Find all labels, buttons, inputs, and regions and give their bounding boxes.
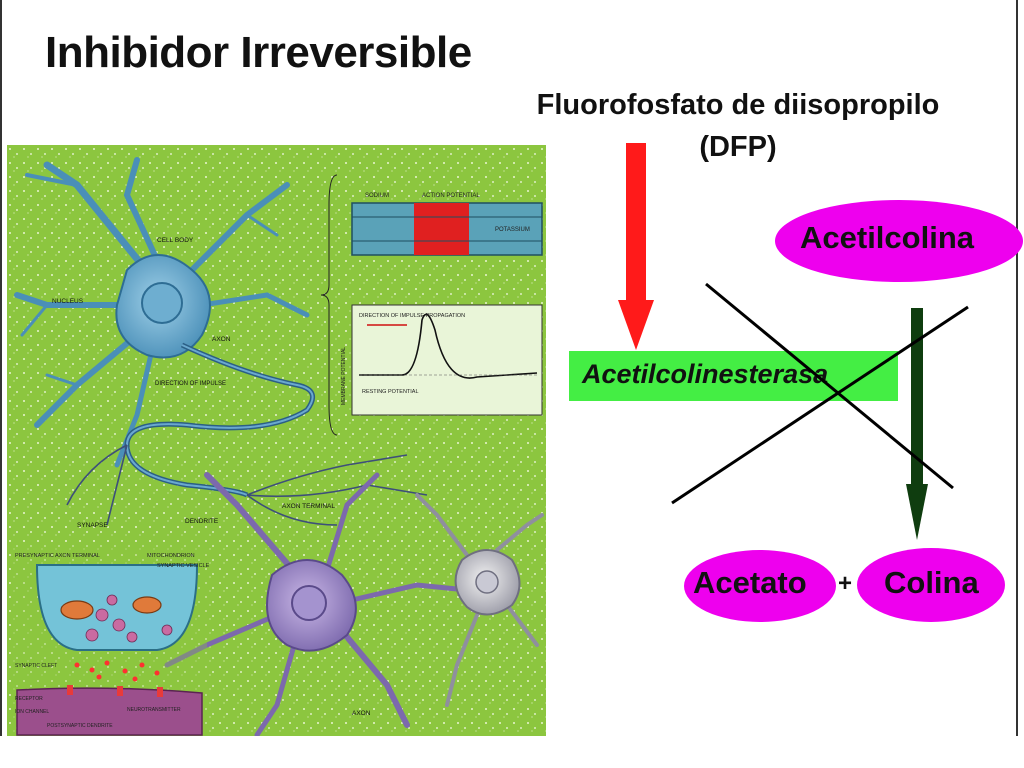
slide-title: Inhibidor Irreversible bbox=[45, 28, 472, 77]
postsynaptic-membrane bbox=[16, 687, 203, 736]
label-axon-terminal: AXON TERMINAL bbox=[282, 503, 335, 510]
label-ion-channel: ION CHANNEL bbox=[15, 709, 49, 715]
label-postsynaptic-dendrite: POSTSYNAPTIC DENDRITE bbox=[47, 723, 113, 729]
label-neurotransmitter: NEUROTRANSMITTER bbox=[127, 707, 181, 713]
label-potassium: POTASSIUM bbox=[495, 227, 530, 233]
label-action-potential: ACTION POTENTIAL bbox=[422, 193, 480, 199]
label-direction-propagation: DIRECTION OF IMPULSE PROPAGATION bbox=[359, 313, 465, 319]
inhibitor-abbreviation: (DFP) bbox=[699, 131, 777, 163]
label-axon: AXON bbox=[212, 336, 231, 343]
action-potential-region bbox=[414, 203, 469, 255]
label-resting-potential: RESTING POTENTIAL bbox=[362, 389, 419, 395]
inhibitor-arrowhead bbox=[618, 300, 654, 350]
label-dendrite: DENDRITE bbox=[185, 518, 219, 525]
graph-frame bbox=[351, 304, 543, 416]
inhibitor-name: Fluorofosfato de diisopropilo (DFP) bbox=[478, 84, 998, 168]
purple-neuron-dendrites bbox=[164, 472, 470, 736]
product-left-label: Acetato bbox=[693, 565, 807, 600]
mitochondrion-left bbox=[60, 600, 94, 620]
right-border bbox=[1016, 0, 1018, 736]
label-receptor: RECEPTOR bbox=[15, 696, 43, 702]
product-right-label: Colina bbox=[884, 565, 979, 600]
label-sodium: SODIUM bbox=[365, 193, 389, 199]
label-synaptic-vesicle: SYNAPTIC VESICLE bbox=[157, 563, 210, 569]
grey-neuron-nucleus bbox=[475, 570, 499, 594]
blue-neuron-dendrites bbox=[14, 157, 310, 468]
label-mitochondrion: MITOCHONDRION bbox=[147, 553, 195, 559]
purple-neuron-nucleus bbox=[291, 585, 327, 621]
label-membrane-potential: MEMBRANE POTENTIAL bbox=[341, 347, 347, 405]
substrate-label: Acetilcolina bbox=[800, 220, 974, 255]
label-nucleus: NUCLEUS bbox=[52, 298, 84, 305]
product-left-ellipse bbox=[684, 550, 836, 622]
product-right-ellipse bbox=[857, 548, 1005, 622]
label-cell-body: CELL BODY bbox=[157, 237, 194, 244]
label-synaptic-cleft: SYNAPTIC CLEFT bbox=[15, 663, 57, 669]
grey-neuron-dendrites bbox=[415, 493, 544, 707]
action-potential-graph: DIRECTION OF IMPULSE PROPAGATION RESTING… bbox=[341, 304, 543, 416]
mitochondrion-right bbox=[132, 596, 162, 614]
inset-bracket bbox=[320, 174, 338, 436]
substrate-ellipse bbox=[775, 200, 1023, 282]
presynaptic-terminal bbox=[35, 564, 199, 651]
label-direction-impulse: DIRECTION OF IMPULSE bbox=[155, 381, 226, 387]
inhibitor-full-name: Fluorofosfato de diisopropilo bbox=[536, 89, 940, 121]
neuron-illustration: SODIUM ACTION POTENTIAL POTASSIUM DIRECT… bbox=[7, 145, 546, 736]
potential-curve bbox=[359, 313, 538, 379]
plus-sign: + bbox=[838, 570, 853, 597]
synaptic-vesicles bbox=[85, 594, 173, 643]
blue-neuron-nucleus bbox=[141, 282, 183, 324]
axon-terminals bbox=[66, 444, 428, 526]
membrane-inset: SODIUM ACTION POTENTIAL POTASSIUM bbox=[351, 193, 543, 256]
left-border bbox=[0, 0, 2, 736]
reaction-arrowhead bbox=[906, 484, 928, 540]
bottom-band bbox=[0, 736, 1024, 768]
label-synapse: SYNAPSE bbox=[77, 522, 108, 529]
neurotransmitters bbox=[74, 660, 160, 682]
label-axon-bottom: AXON bbox=[352, 710, 371, 717]
enzyme-label: Acetilcolinesterasa bbox=[582, 359, 829, 389]
cross-line-2 bbox=[671, 305, 969, 505]
reaction-arrow-shaft bbox=[911, 308, 923, 488]
label-presynaptic: PRESYNAPTIC AXON TERMINAL bbox=[15, 553, 100, 559]
receptors bbox=[67, 685, 163, 697]
synapse-inset: PRESYNAPTIC AXON TERMINAL MITOCHONDRION … bbox=[12, 545, 210, 736]
axon-highlight bbox=[125, 344, 314, 496]
